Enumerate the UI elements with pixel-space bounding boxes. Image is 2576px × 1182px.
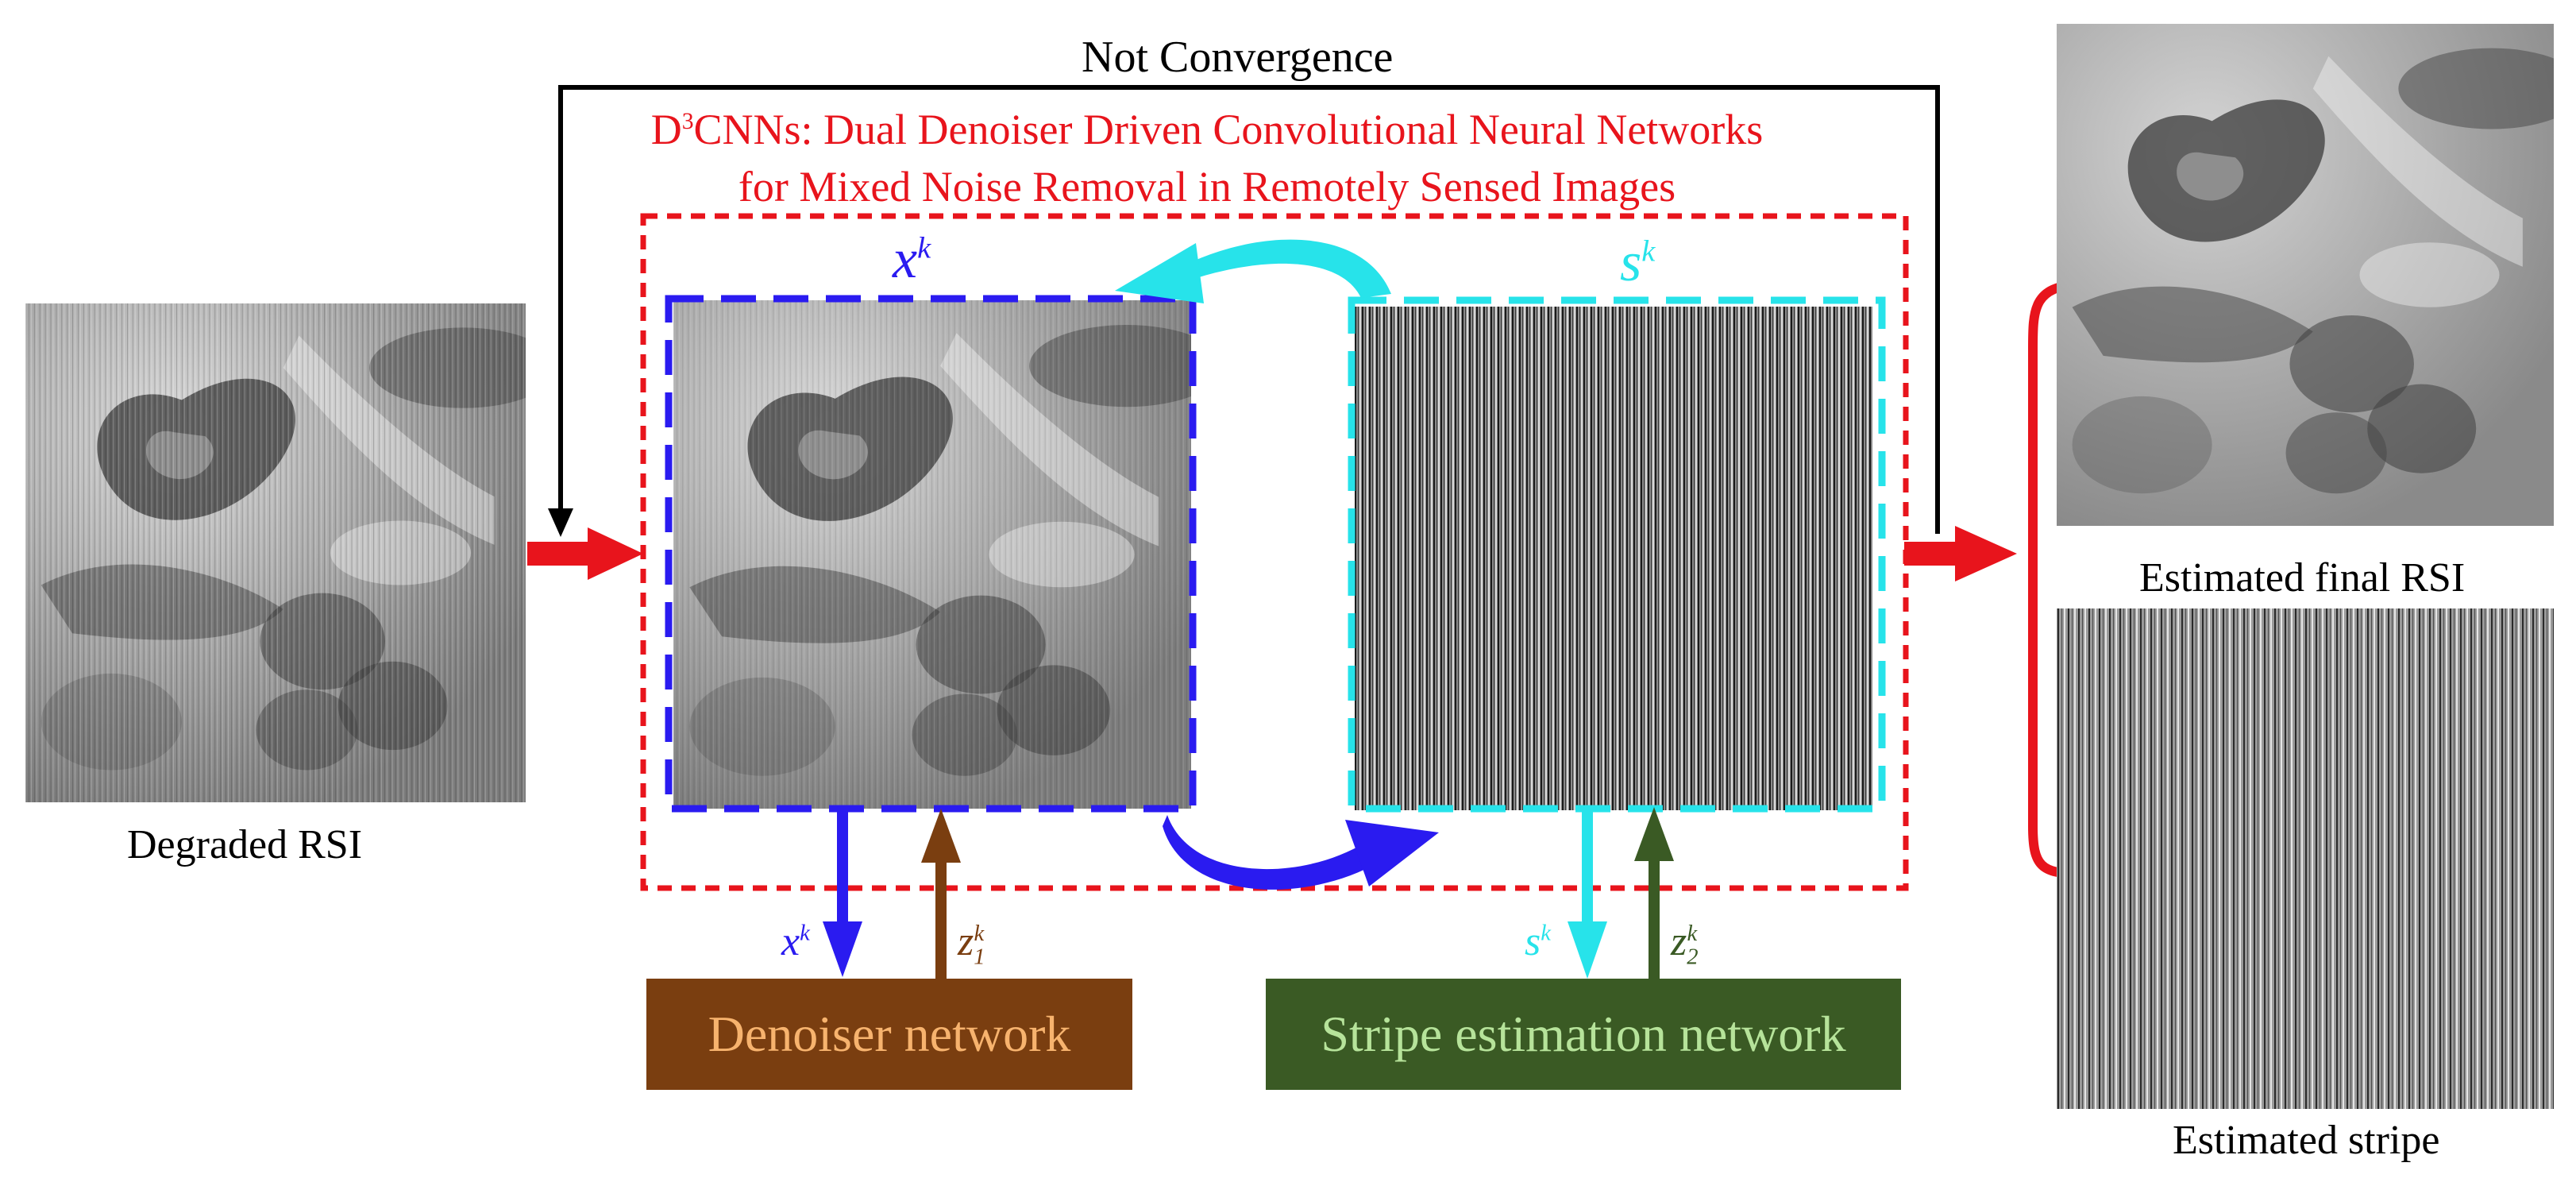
sk-arrow-label: sk (1525, 919, 1551, 964)
xk-down-arrow (823, 809, 862, 977)
estimated-final-rsi-caption: Estimated final RSI (2139, 555, 2466, 601)
degraded-rsi-image (25, 303, 526, 802)
sk-down-arrow (1568, 809, 1607, 979)
estimated-final-rsi-image (2057, 24, 2554, 526)
z2-up-arrow (1634, 807, 1674, 979)
input-arrow (527, 527, 643, 580)
sk-top-label: sk (1620, 232, 1656, 293)
z1-up-arrow (921, 809, 961, 979)
not-convergence-label: Not Convergence (1082, 33, 1394, 82)
diagram-title-line1: D3CNNs: Dual Denoiser Driven Convolution… (492, 108, 1922, 151)
degraded-rsi-caption: Degraded RSI (127, 822, 363, 867)
estimated-stripe-image (2057, 608, 2554, 1109)
denoiser-network-label: Denoiser network (708, 1006, 1071, 1062)
title-rest: CNNs: Dual Denoiser Driven Convolutional… (693, 106, 1764, 153)
title-superscript: 3 (681, 109, 694, 134)
stripe-network-box (1266, 979, 1901, 1090)
output-arrow (1904, 526, 2017, 581)
stripe-network-label: Stripe estimation network (1321, 1006, 1846, 1062)
xk-dashed-box (665, 295, 1197, 813)
denoiser-network-box (646, 979, 1132, 1090)
xk-top-label: xk (893, 229, 931, 290)
blue-forward-arrow (1163, 815, 1439, 890)
sk-dashed-box (1348, 296, 1886, 813)
not-convergence-loop (558, 85, 1940, 534)
cyan-feedback-arrow (1115, 239, 1391, 303)
xk-image (673, 300, 1191, 809)
estimated-stripe-caption: Estimated stripe (2173, 1118, 2440, 1163)
xk-arrow-label: xk (781, 919, 810, 964)
sk-stripe-image (1355, 307, 1872, 810)
loop-arrowhead (548, 508, 573, 537)
output-brace (2028, 280, 2081, 879)
diagram-title-line2: for Mixed Noise Removal in Remotely Sens… (738, 163, 1676, 211)
z1-arrow-label: z1k (958, 919, 985, 970)
title-prefix: D (650, 106, 682, 153)
z2-arrow-label: z2k (1671, 919, 1699, 970)
